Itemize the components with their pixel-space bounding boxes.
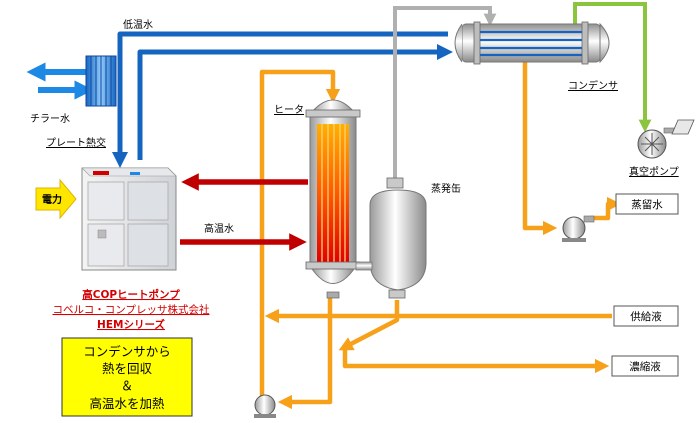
feed-liquid-label: 供給液 <box>630 310 662 323</box>
distillate-pump-icon <box>562 215 595 242</box>
process-liquid-pipes <box>259 56 622 410</box>
concentrate-out <box>342 348 610 374</box>
concentrate-pump-icon <box>254 394 276 418</box>
low-temp-water-label: 低温水 <box>123 18 153 31</box>
distilled-water-box: 蒸留水 <box>615 193 679 215</box>
note-line-4: 高温水を加熱 <box>89 396 165 411</box>
heat-pump-unit <box>81 167 177 271</box>
product-line-3: HEMシリーズ <box>97 318 165 331</box>
power-input: 電力 <box>35 178 77 220</box>
vacuum-pump-label: 真空ポンプ <box>629 165 679 178</box>
condensate-line <box>522 56 558 236</box>
chiller-water-label: チラー水 <box>30 113 70 125</box>
vacuum-line <box>573 2 652 133</box>
feed-liquid-box: 供給液 <box>613 305 679 327</box>
distilled-water-out <box>590 196 622 221</box>
evaporator-label: 蒸発缶 <box>431 182 461 195</box>
power-arrow-icon <box>35 178 77 220</box>
product-line-1: 高COPヒートポンプ <box>82 288 180 301</box>
evaporator <box>355 177 427 299</box>
heater-bottom-line <box>277 298 333 410</box>
vapor-line <box>393 6 497 178</box>
heater-feed-line <box>259 69 341 398</box>
brand-mark-icon <box>93 171 109 175</box>
product-name: 高COPヒートポンプ コベルコ・コンプレッサ株式会社 HEMシリーズ <box>53 288 210 331</box>
plate-heat-exchanger <box>85 55 117 107</box>
heat-recovery-note: コンデンサから 熱を回収 ＆ 高温水を加熱 <box>61 337 193 417</box>
power-label: 電力 <box>42 193 62 206</box>
evaporator-bottom-line <box>338 300 400 351</box>
low-temp-water-pipe-upper <box>117 31 448 162</box>
heater-label: ヒータ <box>274 104 304 116</box>
high-temp-water-arrows <box>180 173 308 251</box>
concentrate-label: 濃縮液 <box>629 360 661 373</box>
condenser-label: コンデンサ <box>568 79 618 92</box>
distilled-water-label: 蒸留水 <box>631 198 663 211</box>
concentrate-box: 濃縮液 <box>611 355 679 377</box>
note-line-3: ＆ <box>121 378 134 393</box>
low-temp-water-pipes <box>26 31 454 169</box>
condenser <box>454 21 610 65</box>
vacuum-pump-icon <box>637 119 695 159</box>
low-temp-water-pipe-lower <box>137 43 454 160</box>
note-line-2: 熱を回収 <box>102 361 153 376</box>
high-temp-water-label: 高温水 <box>204 222 234 235</box>
note-line-1: コンデンサから <box>83 344 171 359</box>
product-line-2: コベルコ・コンプレッサ株式会社 <box>53 303 210 316</box>
heater <box>305 99 361 299</box>
plate-heat-exchanger-label: プレート熱交 <box>46 136 106 149</box>
